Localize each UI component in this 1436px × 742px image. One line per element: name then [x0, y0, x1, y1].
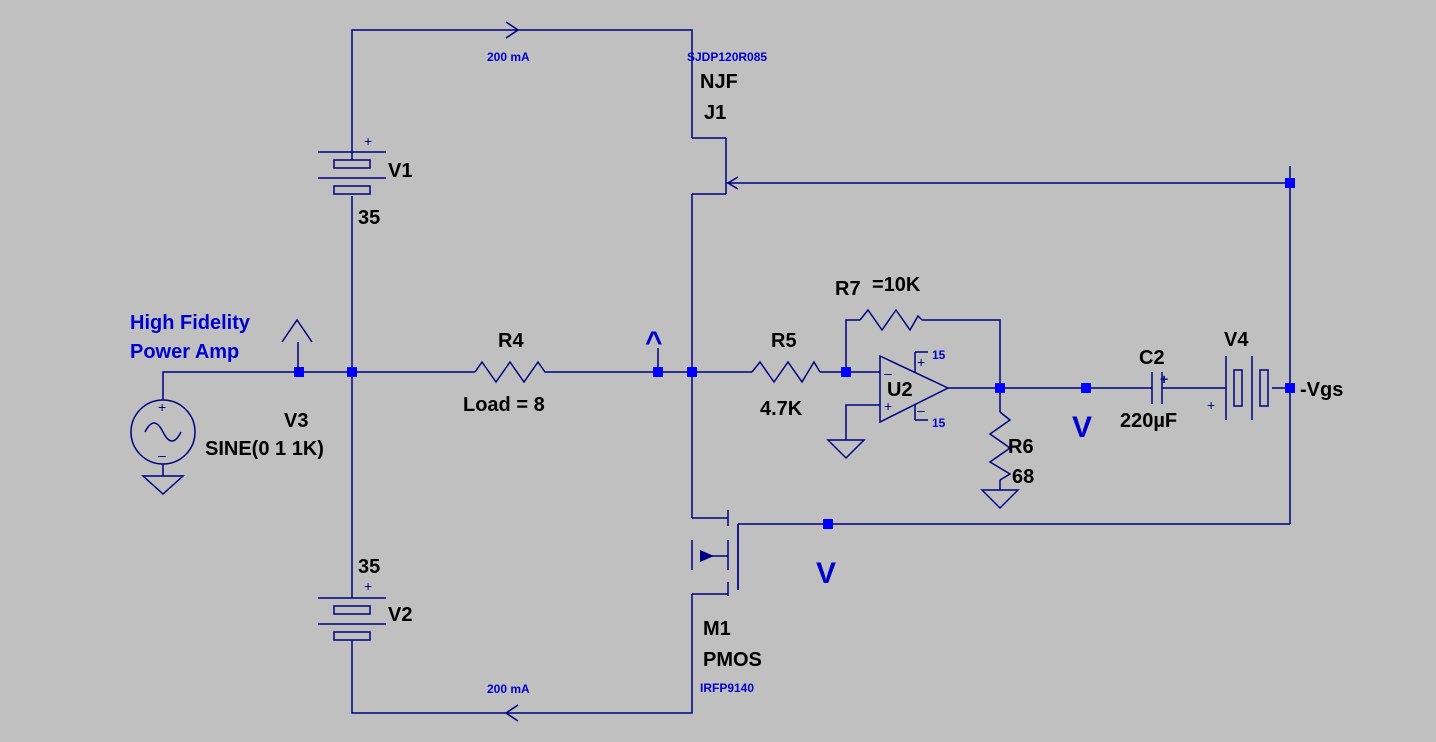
- r7-name: R7: [835, 278, 861, 300]
- v3-value: SINE(0 1 1K): [205, 438, 324, 460]
- v1-value: 35: [358, 207, 380, 229]
- j1-name: J1: [704, 102, 726, 124]
- wires: [162, 29, 1291, 714]
- current-arrow-top: [505, 21, 520, 39]
- v2-plus: +: [364, 578, 372, 594]
- c2-name: C2: [1139, 347, 1165, 369]
- r5-value: 4.7K: [760, 398, 803, 420]
- m1-type: PMOS: [703, 649, 762, 671]
- resistor-r6-symbol: [988, 411, 1012, 481]
- sine-source-v3-symbol: + –: [130, 399, 196, 496]
- ground-icon-r6: [980, 489, 1020, 510]
- probe-label-v-gate: V: [816, 557, 836, 590]
- opamp-minus: –: [884, 365, 892, 381]
- probe-label-up: ^: [645, 326, 663, 359]
- v4-plus: +: [1207, 397, 1215, 413]
- net-label-vgs: -Vgs: [1300, 379, 1343, 401]
- v2-name: V2: [388, 604, 412, 626]
- opamp-u2-symbol: – + + –: [879, 351, 950, 424]
- j1-model: SJDP120R085: [687, 50, 767, 64]
- r7-value: =10K: [872, 274, 921, 296]
- voltage-probe-up-icon: [281, 318, 313, 343]
- current-arrow-bottom: [504, 704, 519, 722]
- m1-model: IRFP9140: [700, 681, 754, 695]
- current-label-top: 200 mA: [487, 50, 530, 64]
- ground-icon-opamp: [826, 439, 866, 460]
- v3-plus: +: [158, 399, 166, 415]
- r4-name: R4: [498, 330, 524, 352]
- resistor-r5-symbol: [751, 360, 821, 384]
- capacitor-c2-symbol: +: [1145, 371, 1168, 404]
- battery-v1-symbol: +: [318, 133, 386, 195]
- probe-label-v-opamp: V: [1072, 411, 1092, 444]
- current-label-bottom: 200 mA: [487, 682, 530, 696]
- r5-name: R5: [771, 330, 797, 352]
- jfet-j1-symbol: [692, 137, 739, 195]
- battery-v4-symbol: +: [1207, 356, 1269, 420]
- u2-vminus: 15: [932, 416, 946, 430]
- j1-type: NJF: [700, 71, 738, 93]
- v2-value: 35: [358, 556, 380, 578]
- r6-value: 68: [1012, 466, 1034, 488]
- v1-plus: +: [364, 133, 372, 149]
- c2-value: 220µF: [1120, 410, 1177, 432]
- v4-name: V4: [1224, 329, 1249, 351]
- v1-name: V1: [388, 160, 412, 182]
- v3-minus: –: [158, 447, 166, 463]
- battery-v2-symbol: +: [318, 578, 386, 641]
- r4-value: Load = 8: [463, 394, 545, 416]
- title-line-2: Power Amp: [130, 341, 239, 363]
- opamp-supply-plus: +: [917, 354, 925, 370]
- pmos-m1-symbol: [691, 510, 739, 596]
- u2-name: U2: [887, 379, 913, 401]
- v3-name: V3: [284, 410, 308, 432]
- c2-plus: +: [1160, 371, 1168, 387]
- opamp-supply-minus: –: [917, 402, 925, 418]
- title-line-1: High Fidelity: [130, 312, 251, 334]
- ground-icon-v3: [141, 475, 185, 496]
- r6-name: R6: [1008, 436, 1034, 458]
- resistor-r7-symbol: [859, 308, 923, 332]
- resistor-r4-symbol: [474, 360, 550, 384]
- m1-name: M1: [703, 618, 731, 640]
- opamp-plus: +: [884, 398, 892, 414]
- u2-vplus: 15: [932, 348, 946, 362]
- junctions: [294, 178, 1295, 529]
